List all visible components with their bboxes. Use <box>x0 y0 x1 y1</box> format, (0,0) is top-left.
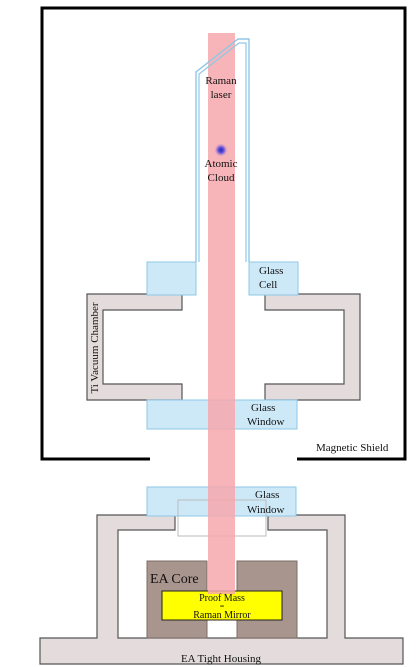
proof-mass-label-1: Proof Mass <box>199 593 245 604</box>
ea-core-label: EA Core <box>150 572 199 587</box>
glass-window-upper-label-2: Window <box>247 416 284 428</box>
vacuum-chamber-left <box>86 293 183 401</box>
glass-window-lower-label-1: Glass <box>255 489 279 501</box>
glass-cell-tube <box>195 38 250 262</box>
glass-cell-tube-inner <box>198 42 247 262</box>
raman-laser-label-1: Raman <box>205 75 237 87</box>
raman-laser-label-2: laser <box>211 89 232 101</box>
magnetic-shield-label: Magnetic Shield <box>316 442 389 454</box>
glass-window-lower-label-2: Window <box>247 504 284 516</box>
atomic-cloud-label-2: Cloud <box>208 172 235 184</box>
ea-tight-housing-label: EA Tight Housing <box>181 653 262 665</box>
vacuum-chamber-label: Ti Vacuum Chamber <box>89 302 101 393</box>
glass-cell-label-2: Cell <box>259 279 277 291</box>
proof-mass-label-2: = <box>220 602 225 611</box>
glass-cell-left-block <box>146 261 197 296</box>
magnetic-shield <box>40 6 407 461</box>
glass-cell-label-1: Glass <box>259 265 283 277</box>
proof-mass-label-3: Raman Mirror <box>193 610 251 621</box>
glass-window-upper-label-1: Glass <box>251 402 275 414</box>
glass-cell-right-block <box>248 261 299 296</box>
atomic-cloud-label-1: Atomic <box>205 158 238 170</box>
raman-laser-beam <box>208 33 235 594</box>
vacuum-chamber-right <box>264 293 361 401</box>
atomic-cloud-icon <box>214 143 228 157</box>
